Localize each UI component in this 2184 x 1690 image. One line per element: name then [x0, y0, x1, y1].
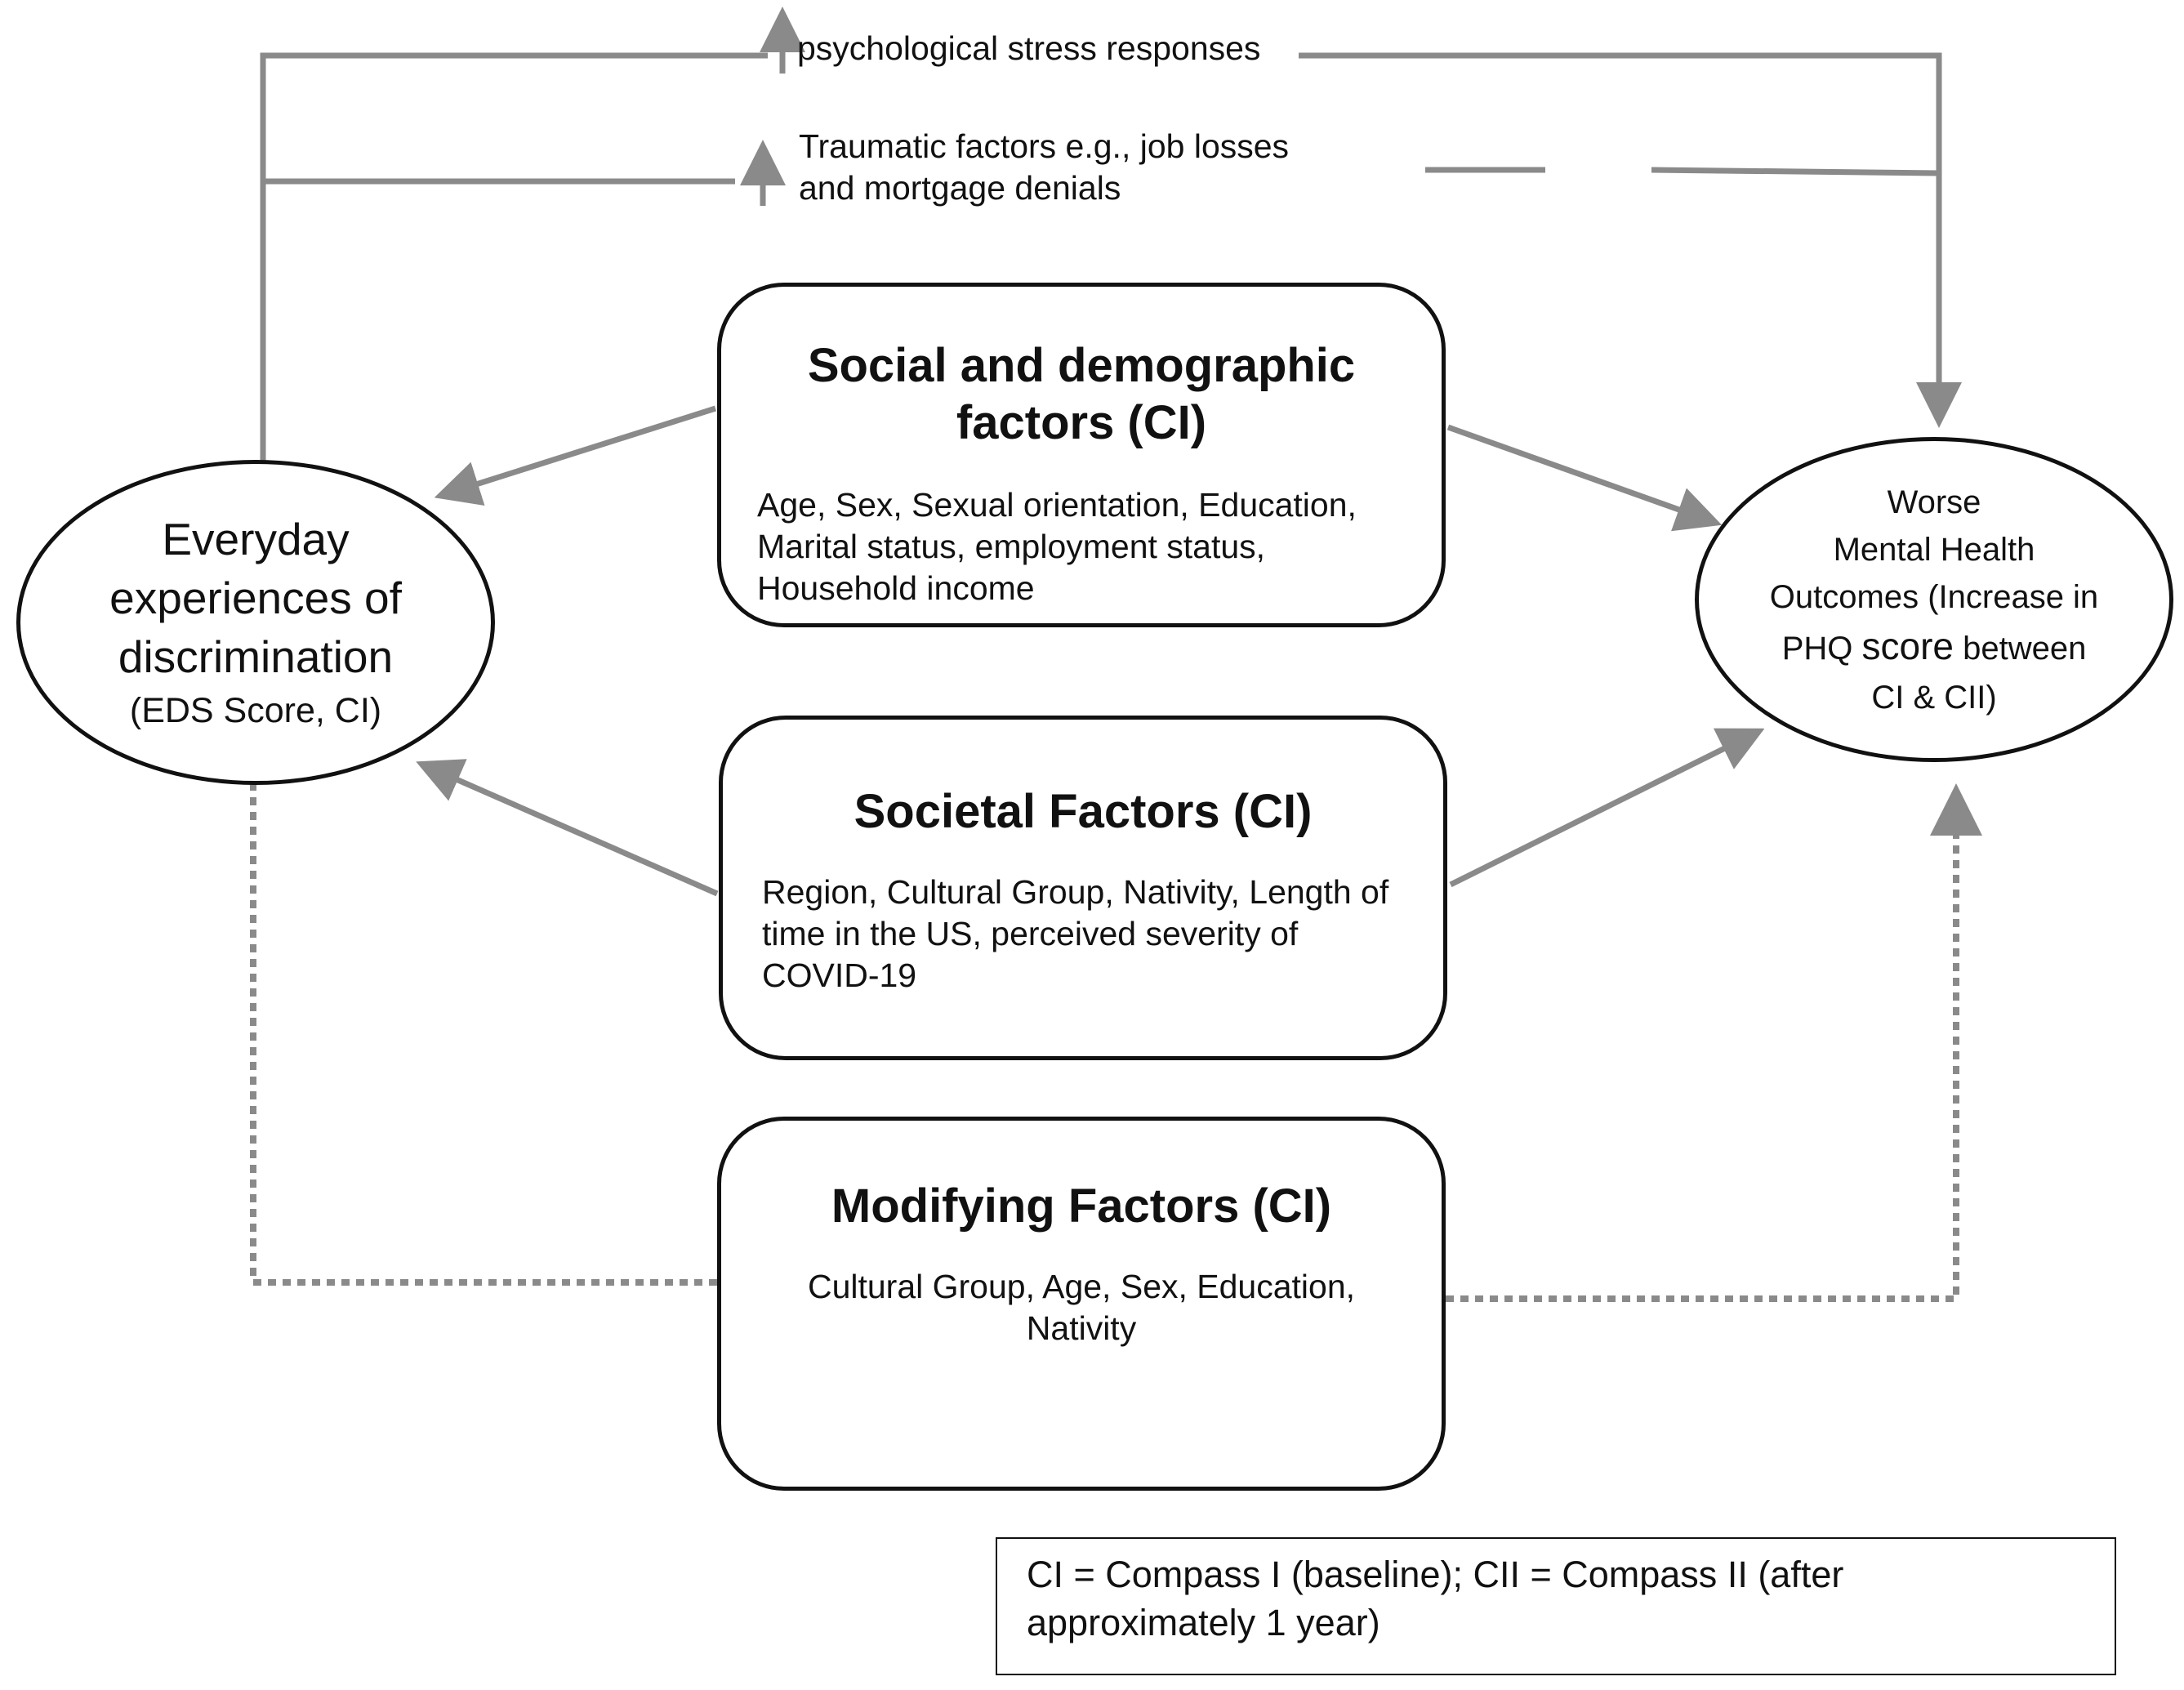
outcomes-score-text: score	[1861, 624, 1954, 667]
societal-to-outcomes-arrow	[1449, 728, 1765, 888]
outcomes-line-1: Worse	[1887, 484, 1981, 520]
outcomes-line-2: Mental Health	[1833, 531, 2035, 568]
discrimination-line-3: discrimination	[118, 631, 394, 682]
outcomes-node: Worse Mental Health Outcomes (Increase i…	[1695, 437, 2173, 762]
discrimination-line-2: experiences of	[109, 573, 402, 623]
social-demographic-box: Social and demographic factors (CI) Age,…	[717, 283, 1446, 627]
discrimination-line-1: Everyday	[162, 514, 350, 564]
societal-to-discrimination-arrow	[416, 759, 719, 897]
discrimination-node: Everyday experiences of discrimination (…	[16, 460, 495, 785]
societal-factors-title: Societal Factors (CI)	[854, 785, 1313, 838]
outcomes-line-4: PHQ score between	[1782, 622, 2087, 673]
stress-responses-label: psychological stress responses	[797, 29, 1261, 67]
stress-line-left	[260, 52, 768, 462]
modifying-factors-body: Cultural Group, Age, Sex, Education, Nat…	[807, 1268, 1356, 1347]
modifying-factors-title: Modifying Factors (CI)	[831, 1179, 1332, 1233]
outcomes-line-3: Outcomes (Increase in	[1769, 578, 2099, 615]
abbreviation-legend: CI = Compass I (baseline); CII = Compass…	[996, 1537, 2116, 1675]
social-demographic-body: Age, Sex, Sexual orientation, Education,…	[757, 486, 1357, 607]
societal-factors-body: Region, Cultural Group, Nativity, Length…	[762, 873, 1389, 994]
outcomes-line-5: CI & CII)	[1871, 679, 1997, 716]
traumatic-line-dash-2	[1651, 167, 1940, 176]
outcomes-between-text: between	[1953, 630, 2087, 667]
social-demographic-title: Social and demographic factors (CI)	[807, 339, 1356, 449]
social-to-outcomes-arrow	[1446, 424, 1723, 532]
social-to-discrimination-arrow	[434, 405, 717, 506]
societal-factors-box: Societal Factors (CI) Region, Cultural G…	[719, 716, 1447, 1060]
outcomes-phq-text: PHQ	[1781, 630, 1862, 667]
modifying-to-discrimination-dotted	[250, 783, 720, 1286]
traumatic-factors-label: Traumatic factors e.g., job losses and m…	[799, 127, 1290, 207]
modifying-factors-box: Modifying Factors (CI) Cultural Group, A…	[717, 1117, 1446, 1491]
legend-text: CI = Compass I (baseline); CII = Compass…	[1027, 1554, 1844, 1643]
discrimination-subtitle: (EDS Score, CI)	[129, 691, 382, 730]
stress-line-right	[1299, 52, 1962, 428]
modifying-to-outcomes-dotted	[1446, 783, 1982, 1302]
